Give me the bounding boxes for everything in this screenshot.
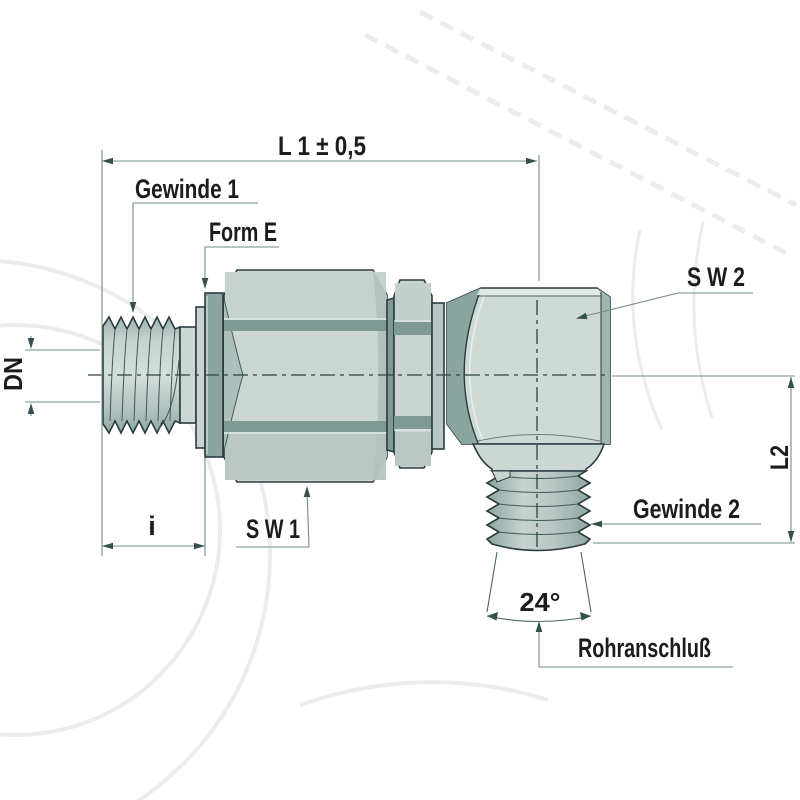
cone-angle-lines: [486, 551, 592, 623]
hex-nut-sw1: [223, 269, 388, 483]
thread-2: [485, 470, 592, 552]
label-form-e: Form E: [209, 217, 277, 247]
label-gewinde-2: Gewinde 2: [633, 494, 740, 524]
dimension-lines: [25, 150, 795, 668]
label-sw2: S W 2: [687, 262, 745, 292]
watermark-shapes: [0, 9, 798, 800]
label-gewinde-1: Gewinde 1: [135, 174, 239, 204]
dim-l2-label: L2: [766, 445, 794, 470]
small-hex: [393, 279, 433, 469]
lower-neck: [471, 443, 606, 472]
form-e-flange: [195, 306, 206, 449]
neck-ring: [431, 302, 445, 450]
dim-l1-label: L 1 ± 0,5: [278, 131, 366, 161]
label-rohranschluss: Rohranschluß: [578, 633, 711, 663]
label-cone-angle: 24°: [520, 587, 561, 617]
fitting-body: [102, 269, 611, 623]
label-sw1: S W 1: [246, 514, 300, 544]
thread-1: [102, 315, 181, 435]
dim-i-label: i: [148, 511, 156, 541]
elbow-body-sw2: [446, 287, 611, 445]
label-dn: DN: [0, 357, 28, 391]
